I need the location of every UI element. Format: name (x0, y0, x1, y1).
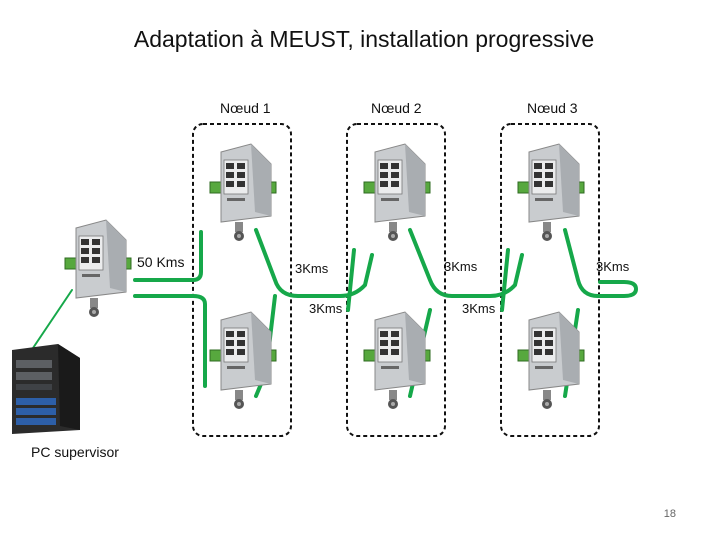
node-3-box (500, 123, 600, 437)
node-1-label: Nœud 1 (220, 100, 271, 116)
switch-node-1-bottom (209, 311, 277, 410)
switch-node-2-top (363, 143, 431, 242)
page-number: 18 (663, 508, 676, 520)
slide-title: Adaptation à MEUST, installation progres… (133, 26, 595, 52)
switch-node-3-bottom (517, 311, 585, 410)
link-label-bottom-2: 3Kms (462, 301, 496, 316)
pc-supervisor-label: PC supervisor (31, 444, 119, 460)
node-2-box (346, 123, 446, 437)
link-label-main: 50 Kms (137, 254, 184, 270)
switch-main (64, 219, 132, 318)
switch-node-1-top (209, 143, 277, 242)
switch-node-2-bottom (363, 311, 431, 410)
link-label-top-1: 3Kms (295, 261, 329, 276)
server-tower-icon (12, 344, 80, 434)
link-label-bottom-1: 3Kms (309, 301, 343, 316)
switch-node-3-top (517, 143, 585, 242)
node-3-label: Nœud 3 (527, 100, 578, 116)
node-2-label: Nœud 2 (371, 100, 422, 116)
link-label-top-2: 3Kms (444, 259, 478, 274)
link-label-top-3: 3Kms (596, 259, 630, 274)
